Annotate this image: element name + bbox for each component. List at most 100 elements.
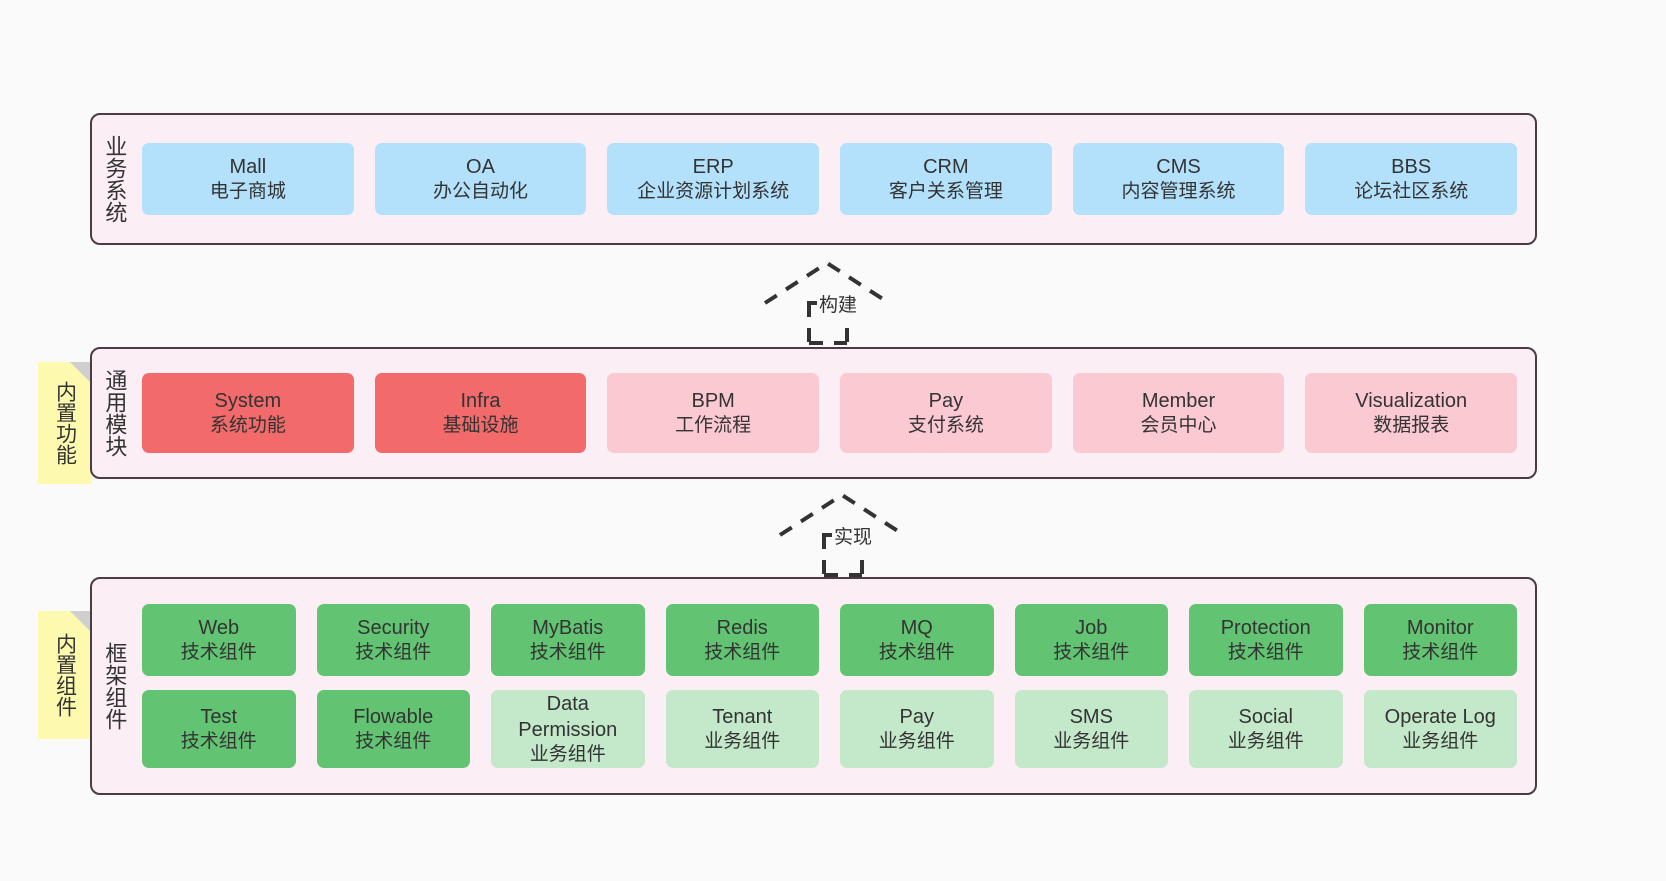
card-subtitle: 技术组件 [180,730,257,752]
card-title: Web [198,616,240,639]
card-subtitle: 技术组件 [878,641,955,663]
card-subtitle: 技术组件 [704,641,781,663]
card-web[interactable]: Web 技术组件 [142,604,296,676]
card-title: Pay [928,389,964,412]
layer-title-common-modules: 通用模块 [102,369,128,457]
card-protection[interactable]: Protection 技术组件 [1189,604,1343,676]
arrow-label-build: 构建 [817,290,860,317]
card-subtitle: 技术组件 [180,641,257,663]
card-subtitle: 技术组件 [1053,641,1130,663]
card-subtitle: 技术组件 [355,730,432,752]
card-title: Pay [899,705,934,728]
card-title: Operate Log [1384,705,1496,728]
arrow-build: 构建 [755,255,920,345]
card-cms[interactable]: CMS 内容管理系统 [1072,143,1285,215]
card-subtitle: 技术组件 [529,641,606,663]
card-flowable[interactable]: Flowable 技术组件 [316,690,470,768]
card-subtitle: 数据报表 [1373,414,1450,436]
card-subtitle: 业务组件 [1053,730,1130,752]
card-title: SMS [1069,705,1113,728]
note-fold-icon [70,362,92,384]
card-pay[interactable]: Pay 支付系统 [840,373,1052,453]
card-monitor[interactable]: Monitor 技术组件 [1363,604,1517,676]
card-title: BPM [691,389,735,412]
card-oa[interactable]: OA 办公自动化 [374,143,587,215]
card-title: Monitor [1406,616,1474,639]
note-fold-icon [70,611,92,633]
card-mall[interactable]: Mall 电子商城 [142,143,354,215]
card-sms[interactable]: SMS 业务组件 [1014,690,1168,768]
card-pay-business[interactable]: Pay 业务组件 [840,690,994,768]
card-bpm[interactable]: BPM 工作流程 [607,373,820,453]
card-title: CRM [923,155,969,178]
card-row: System 系统功能 Infra 基础设施 BPM 工作流程 Pay 支付系统… [142,373,1518,453]
note-label: 内置组件 [53,633,77,717]
layer-body-framework-components: Web 技术组件 Security 技术组件 MyBatis 技术组件 Redi… [136,579,1535,793]
card-subtitle: 技术组件 [355,641,432,663]
card-test[interactable]: Test 技术组件 [142,690,296,768]
card-subtitle: 系统功能 [209,414,286,436]
card-title: BBS [1391,155,1432,178]
layer-framework-components: 框架组件 Web 技术组件 Security 技术组件 MyBatis 技术组件… [90,577,1537,795]
note-builtin-components: 内置组件 [38,611,92,739]
card-subtitle: 论坛社区系统 [1354,180,1469,202]
card-title: CMS [1156,155,1201,178]
card-subtitle: 技术组件 [1227,641,1304,663]
card-title: OA [466,155,495,178]
card-redis[interactable]: Redis 技术组件 [665,604,819,676]
card-title: Flowable [353,705,434,728]
card-subtitle: 企业资源计划系统 [637,180,790,202]
card-title: Visualization [1355,389,1468,412]
card-title: System [214,389,282,412]
note-builtin-features: 内置功能 [38,362,92,484]
note-label: 内置功能 [53,381,77,465]
card-subtitle: 业务组件 [1227,730,1304,752]
layer-business-systems: 业务系统 Mall 电子商城 OA 办公自动化 ERP 企业资源计划系统 CRM [90,113,1537,245]
card-mq[interactable]: MQ 技术组件 [840,604,994,676]
card-operate-log[interactable]: Operate Log 业务组件 [1363,690,1517,768]
layer-common-modules: 通用模块 System 系统功能 Infra 基础设施 BPM 工作流程 Pay [90,347,1537,479]
card-subtitle: 业务组件 [704,730,781,752]
arrow-implement: 实现 [770,487,935,577]
layer-body-business-systems: Mall 电子商城 OA 办公自动化 ERP 企业资源计划系统 CRM 客户关系… [136,115,1535,243]
card-title: Redis [716,616,768,639]
arrow-label-implement: 实现 [832,522,875,549]
card-crm[interactable]: CRM 客户关系管理 [840,143,1052,215]
card-tenant[interactable]: Tenant 业务组件 [665,690,819,768]
card-bbs[interactable]: BBS 论坛社区系统 [1305,143,1518,215]
card-subtitle: 内容管理系统 [1121,180,1236,202]
card-subtitle: 业务组件 [1402,730,1479,752]
layer-title-business-systems: 业务系统 [102,135,128,223]
card-title: Infra [460,389,501,412]
card-infra[interactable]: Infra 基础设施 [374,373,587,453]
card-member[interactable]: Member 会员中心 [1072,373,1285,453]
card-row: Web 技术组件 Security 技术组件 MyBatis 技术组件 Redi… [142,604,1517,676]
card-data-permission[interactable]: Data Permission 业务组件 [491,690,645,768]
card-title: Security [357,616,430,639]
card-subtitle: 技术组件 [1402,641,1479,663]
layer-body-common-modules: System 系统功能 Infra 基础设施 BPM 工作流程 Pay 支付系统… [136,349,1535,477]
card-job[interactable]: Job 技术组件 [1014,604,1168,676]
card-subtitle: 支付系统 [907,414,984,436]
card-system[interactable]: System 系统功能 [142,373,354,453]
card-erp[interactable]: ERP 企业资源计划系统 [607,143,820,215]
card-mybatis[interactable]: MyBatis 技术组件 [491,604,645,676]
card-title: MyBatis [532,616,604,639]
card-title: Protection [1220,616,1311,639]
layer-title-framework-components: 框架组件 [102,642,128,730]
card-title: MQ [900,616,933,639]
card-social[interactable]: Social 业务组件 [1189,690,1343,768]
card-subtitle: 会员中心 [1140,414,1217,436]
card-title: Social [1238,705,1293,728]
card-title: Job [1075,616,1108,639]
card-subtitle: 工作流程 [675,414,752,436]
card-subtitle: 基础设施 [442,414,519,436]
card-visualization[interactable]: Visualization 数据报表 [1305,373,1518,453]
card-title: Test [200,705,238,728]
card-title: Mall [229,155,267,178]
card-title: Tenant [712,705,773,728]
card-title: ERP [692,155,734,178]
card-subtitle: 业务组件 [529,743,606,765]
card-security[interactable]: Security 技术组件 [316,604,470,676]
